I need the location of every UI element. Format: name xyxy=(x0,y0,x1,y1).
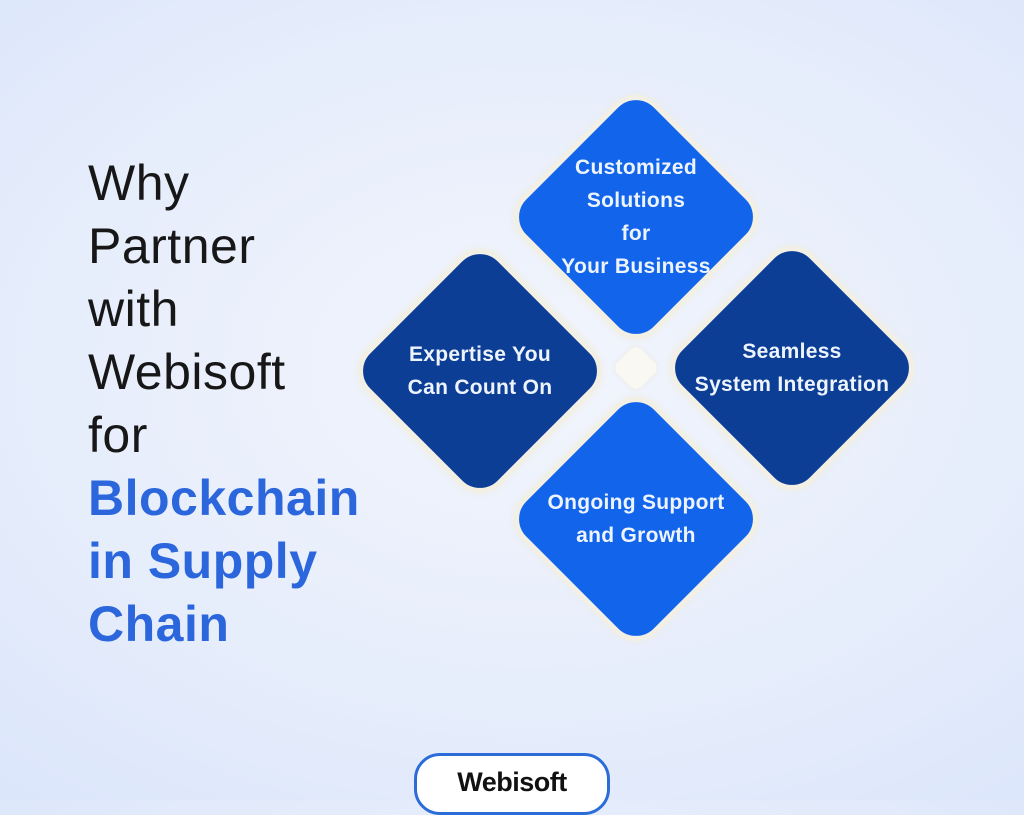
diamond-label-line: Seamless xyxy=(742,340,842,363)
diamond-label-line: Expertise You xyxy=(408,343,551,366)
page-title-line: Why xyxy=(88,155,190,211)
diamond-ongoing-support-label: Ongoing Support and Growth xyxy=(521,486,751,552)
diamond-label-line: Customized xyxy=(574,156,697,179)
page-title-highlight-line: in Supply xyxy=(88,533,318,589)
center-diamond-accent xyxy=(611,343,661,393)
page-title-line: for xyxy=(88,407,148,463)
webisoft-logo-text: Webisoft xyxy=(457,767,567,797)
diamond-label-line: System Integration xyxy=(694,373,890,396)
page-title-line: Partner xyxy=(88,218,256,274)
diamond-label-line: Ongoing Support xyxy=(547,491,725,514)
page-title-highlight-line: Blockchain xyxy=(88,470,360,526)
diamond-expertise-label: Expertise You Can Count On xyxy=(365,338,595,404)
diamond-label-line: for xyxy=(621,222,651,245)
diamond-label-line: Solutions xyxy=(586,189,686,212)
page-title-highlight-line: Chain xyxy=(88,596,230,652)
webisoft-logo-badge: Webisoft xyxy=(414,753,610,815)
page-title-line: Webisoft xyxy=(88,344,286,400)
page-title-line: with xyxy=(88,281,179,337)
diamond-label-line: Can Count On xyxy=(407,376,553,399)
page-title: Why Partner with Webisoft for Blockchain… xyxy=(88,152,360,656)
diamond-label-line: and Growth xyxy=(576,524,696,547)
diamond-label-line: Your Business xyxy=(561,255,711,278)
diamond-customized-solutions-label: Customized Solutions for Your Business xyxy=(521,151,751,283)
diamond-seamless-integration-label: Seamless System Integration xyxy=(677,335,907,401)
